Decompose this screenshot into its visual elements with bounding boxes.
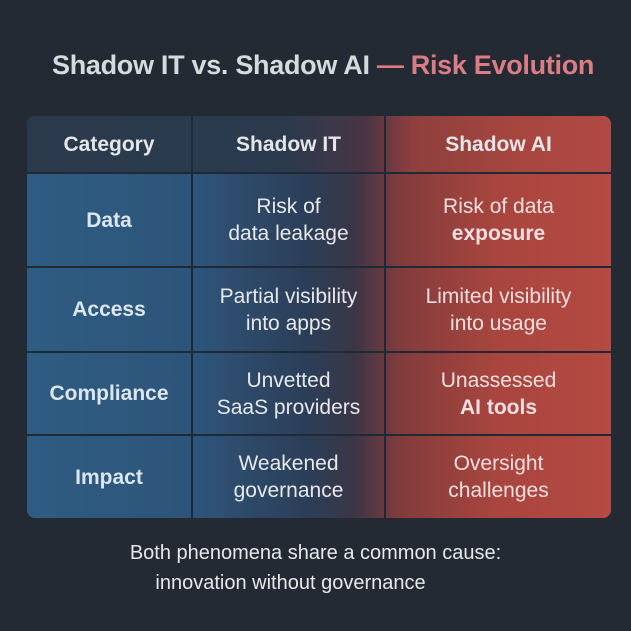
shadow-it-cell: Risk of data leakage	[193, 174, 386, 268]
cell-line: Unassessed	[440, 368, 557, 392]
shadow-it-cell: Weakened governance	[193, 436, 386, 518]
row-category: Data	[27, 174, 193, 268]
cell-line: Weakened	[238, 452, 339, 475]
row-category: Compliance	[27, 353, 193, 436]
cell-line: AI tools	[460, 395, 537, 419]
cell-line: data leakage	[228, 222, 349, 245]
shadow-ai-cell: Risk of data exposure	[386, 174, 611, 268]
row-category: Access	[27, 268, 193, 353]
cell-line: Oversight	[453, 452, 544, 475]
title-main: Shadow IT vs. Shadow AI	[52, 50, 370, 80]
cell-line: governance	[233, 479, 344, 502]
shadow-ai-cell: Limited visibility into usage	[386, 268, 611, 353]
cell-line: Risk of	[256, 195, 321, 218]
header-band	[27, 116, 611, 174]
shadow-ai-cell: Oversight challenges	[386, 436, 611, 518]
title-accent: — Risk Evolution	[376, 50, 595, 80]
footer-line-1: Both phenomena share a common cause:	[129, 542, 502, 564]
shadow-it-cell: Partial visibility into apps	[193, 268, 386, 353]
row-category: Impact	[27, 436, 193, 518]
header-category: Category	[27, 116, 193, 174]
comparison-table: Category Shadow IT Shadow AI Data Risk o…	[27, 116, 611, 518]
cell-line: Limited visibility	[425, 284, 572, 308]
shadow-ai-cell: Unassessed AI tools	[386, 353, 611, 436]
header-shadow-ai: Shadow AI	[386, 116, 611, 174]
header-shadow-it: Shadow IT	[193, 116, 386, 174]
page-title: Shadow IT vs. Shadow AI — Risk Evolution	[52, 50, 594, 81]
cell-line: into usage	[450, 311, 547, 335]
footer-caption: Both phenomena share a common cause: inn…	[0, 538, 631, 598]
cell-line: SaaS providers	[216, 395, 361, 419]
cell-line: Risk of data	[443, 195, 554, 218]
cell-line: challenges	[448, 479, 549, 502]
cell-line: Unvetted	[246, 368, 331, 392]
cell-line: into apps	[245, 311, 332, 335]
cell-line: Partial visibility	[219, 284, 358, 308]
cell-line: exposure	[451, 222, 546, 245]
footer-line-2: innovation without governance	[155, 572, 426, 594]
